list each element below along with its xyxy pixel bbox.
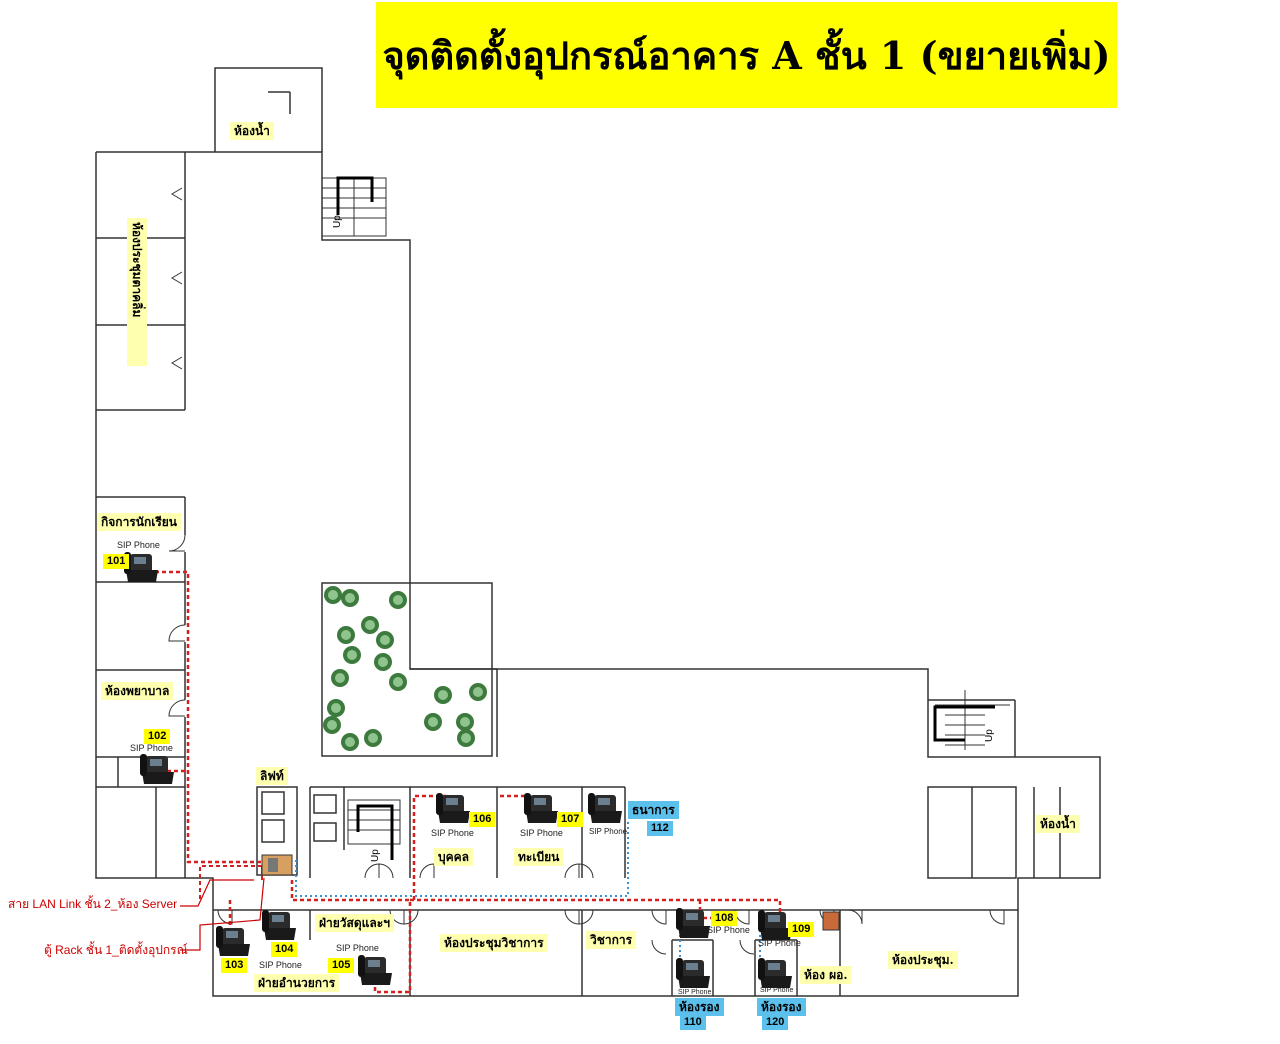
phone-icon xyxy=(676,908,710,938)
walls xyxy=(95,67,1101,997)
stair-up-label: Up xyxy=(984,729,995,742)
room-label-deputy-2: ห้องรอง xyxy=(757,998,806,1016)
phone-icon xyxy=(436,793,470,823)
extension-number: 108 xyxy=(711,911,738,926)
sip-caption: SIP Phone xyxy=(259,960,302,970)
phone-icon xyxy=(358,955,392,985)
sip-caption: SIP Phone xyxy=(758,938,801,948)
room-label-toilet-right: ห้องน้ำ xyxy=(1036,815,1080,833)
title-banner: จุดติดตั้งอุปกรณ์อาคาร A ชั้น 1 (ขยายเพิ… xyxy=(376,2,1117,108)
director-rack xyxy=(822,911,840,931)
room-label-finance: ธนาการ xyxy=(628,801,679,819)
sip-caption: SIP Phone xyxy=(707,925,750,935)
extension-number: 112 xyxy=(647,821,673,836)
doors xyxy=(168,187,1005,955)
extension-number: 120 xyxy=(762,1015,789,1030)
extension-number: 103 xyxy=(221,958,248,973)
room-label-meeting-left: ห้องประชุมตาคลิ่ม xyxy=(127,218,147,366)
room-label-lift: ลิฟท์ xyxy=(256,767,288,785)
stair-up-label: Up xyxy=(370,849,381,862)
phone-icon xyxy=(262,910,296,940)
phone-icon xyxy=(676,958,710,988)
phone-icon xyxy=(758,910,792,940)
extension-number: 109 xyxy=(788,922,815,937)
extension-number: 102 xyxy=(144,729,171,744)
room-label-meeting-room: ห้องประชุม. xyxy=(888,951,958,969)
extension-number: 107 xyxy=(557,812,584,827)
sip-caption: SIP Phone xyxy=(760,987,794,994)
sip-caption: SIP Phone xyxy=(130,743,173,753)
extension-number: 101 xyxy=(103,554,130,569)
rack-note-leader xyxy=(180,877,265,951)
sip-caption: SIP Phone xyxy=(431,828,474,838)
room-label-academic-meeting: ห้องประชุมวิชาการ xyxy=(440,934,548,952)
phone-icon xyxy=(216,926,250,956)
room-label-personnel: บุคคล xyxy=(434,848,474,866)
extension-number: 105 xyxy=(328,958,355,973)
room-label-registry: ทะเบียน xyxy=(514,848,564,866)
sip-caption: SIP Phone xyxy=(520,828,563,838)
room-label-supplies: ฝ่ายวัสดุและฯ xyxy=(315,914,394,932)
room-label-director: ห้อง ผอ. xyxy=(800,966,852,984)
extension-number: 104 xyxy=(271,942,298,957)
stair-up-label: Up xyxy=(332,215,343,228)
room-label-student-affairs: กิจการนักเรียน xyxy=(97,513,181,531)
sip-caption: SIP Phone xyxy=(336,943,379,953)
page-title: จุดติดตั้งอุปกรณ์อาคาร A ชั้น 1 (ขยายเพิ… xyxy=(382,32,1111,78)
lan-link-note: สาย LAN Link ชั้น 2_ห้อง Server xyxy=(8,897,178,911)
room-label-admin: ฝ่ายอำนวยการ xyxy=(254,974,340,992)
sip-caption: SIP Phone xyxy=(589,827,628,836)
phone-icon xyxy=(758,958,792,988)
rack-device xyxy=(268,858,278,872)
rack-note: ตู้ Rack ชั้น 1_ติดตั้งอุปกรณ์ xyxy=(44,943,188,957)
room-label-academic: วิชาการ xyxy=(586,931,637,949)
sip-caption: SIP Phone xyxy=(117,540,160,550)
room-label-deputy-1: ห้องรอง xyxy=(675,998,724,1016)
sip-caption: SIP Phone xyxy=(678,989,712,996)
lan-note-leader xyxy=(180,879,254,907)
room-label-nurse: ห้องพยาบาล xyxy=(101,682,174,700)
room-label-toilet-top: ห้องน้ำ xyxy=(230,122,274,140)
extension-number: 106 xyxy=(469,812,496,827)
phone-icon xyxy=(588,793,622,823)
phone-icon xyxy=(140,754,174,784)
phone-icon xyxy=(524,793,558,823)
extension-number: 110 xyxy=(680,1015,706,1030)
